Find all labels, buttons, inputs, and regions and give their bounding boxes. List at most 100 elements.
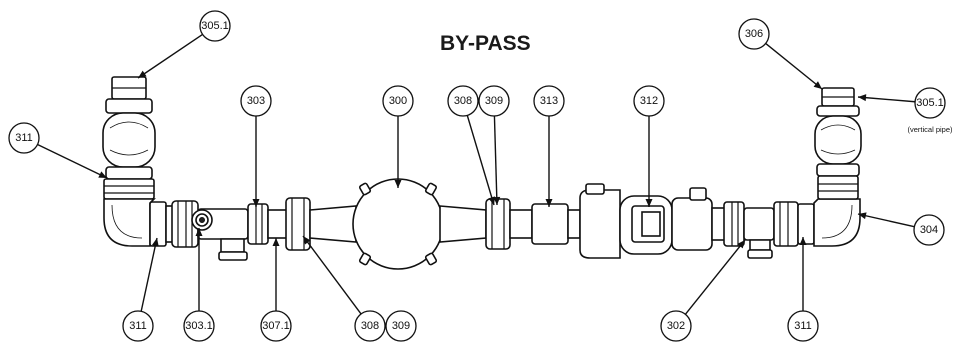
arrowhead xyxy=(488,196,496,205)
callout-307-1: 307.1 xyxy=(260,238,292,342)
arrowhead xyxy=(98,171,107,178)
callout-306: 306 xyxy=(738,18,823,90)
arrowhead xyxy=(493,196,501,205)
callout-label: 311 xyxy=(15,132,33,144)
callout-label: 300 xyxy=(389,95,407,107)
callout-308-bottom: 308 xyxy=(302,235,386,342)
callout-303-1: 303.1 xyxy=(183,228,215,342)
callout-circle xyxy=(382,85,414,117)
leader-line xyxy=(140,237,158,312)
callout-circle xyxy=(660,310,692,342)
callout-label: 305.1 xyxy=(201,20,229,32)
leader-line xyxy=(493,115,498,206)
callout-circle xyxy=(913,214,945,246)
callout-309-top: 309 xyxy=(478,85,510,206)
callout-circle xyxy=(183,310,215,342)
nipple-pipe xyxy=(509,209,533,239)
right-meter-coupling xyxy=(485,198,511,250)
arrowhead xyxy=(252,199,260,207)
callout-label: 307.1 xyxy=(262,320,290,332)
callout-circle xyxy=(260,310,292,342)
callout-circle xyxy=(633,85,665,117)
callout-circle xyxy=(914,87,946,119)
callout-label: 308 xyxy=(361,320,379,332)
leader-line xyxy=(137,33,203,79)
callout-label: 303.1 xyxy=(185,320,213,332)
left-coupling xyxy=(149,201,167,247)
callout-302: 302 xyxy=(660,239,746,342)
callout-303: 303 xyxy=(240,85,272,207)
right-vertical-pipe xyxy=(814,87,862,200)
arrowhead xyxy=(737,240,745,249)
water-meter xyxy=(352,178,444,270)
arrowhead xyxy=(138,70,147,78)
callout-circle xyxy=(533,85,565,117)
leader-line xyxy=(684,239,746,315)
arrowhead xyxy=(151,238,159,247)
callout-304: 304 xyxy=(857,212,945,246)
callout-300: 300 xyxy=(382,85,414,188)
left-elbow xyxy=(103,198,156,247)
leader-line xyxy=(37,143,108,179)
callout-circle xyxy=(354,310,386,342)
left-ball-valve xyxy=(171,200,269,261)
callout-circle xyxy=(240,85,272,117)
callout-label: 312 xyxy=(640,95,658,107)
arrowhead xyxy=(858,94,867,102)
callout-311-upper-left: 311 xyxy=(8,122,108,179)
arrowhead xyxy=(813,81,822,89)
callout-label: 303 xyxy=(247,95,265,107)
nipple-pipe-2 xyxy=(567,209,581,239)
callout-circle xyxy=(447,85,479,117)
leader-line xyxy=(466,115,495,206)
arrowhead xyxy=(799,237,807,245)
leader-line xyxy=(302,235,362,315)
callout-circle xyxy=(738,18,770,50)
pipe-307-1 xyxy=(267,209,289,239)
callout-group: 305.1 311 303 300 308 309 313 312 306 305.1 304 311… xyxy=(8,10,946,342)
diagram-title: BY-PASS xyxy=(440,32,531,55)
callout-label: 304 xyxy=(920,224,938,236)
arrowhead xyxy=(272,238,280,246)
arrowhead xyxy=(303,236,311,245)
callout-313: 313 xyxy=(533,85,565,207)
arrowhead xyxy=(645,199,653,207)
arrowhead xyxy=(195,228,203,236)
callout-label: 311 xyxy=(129,320,147,332)
leader-line xyxy=(857,213,915,228)
callout-label: 309 xyxy=(485,95,503,107)
callout-label: 311 xyxy=(794,320,812,332)
callout-308-top: 308 xyxy=(447,85,496,206)
callout-311-lower-left: 311 xyxy=(122,237,159,342)
check-valve xyxy=(579,183,727,259)
arrowhead xyxy=(858,212,867,220)
fitting-313 xyxy=(531,203,569,245)
callout-circle xyxy=(787,310,819,342)
callout-circle xyxy=(385,310,417,342)
vertical-pipe-note: (vertical pipe) xyxy=(907,125,953,134)
meter-outlet xyxy=(439,205,487,243)
right-ball-valve xyxy=(723,201,799,259)
callout-circle xyxy=(199,10,231,42)
arrowhead xyxy=(394,180,402,188)
callout-312: 312 xyxy=(633,85,665,207)
callout-305-1-left: 305.1 xyxy=(137,10,231,79)
callout-label: 308 xyxy=(454,95,472,107)
callout-label: 309 xyxy=(392,320,410,332)
arrowhead xyxy=(545,199,553,207)
callout-label: 302 xyxy=(667,320,685,332)
callout-309-bottom: 309 xyxy=(385,310,417,342)
callout-circle xyxy=(8,122,40,154)
left-meter-coupling xyxy=(285,197,357,251)
callout-label: 305.1 xyxy=(916,97,944,109)
callout-305-1-right: 305.1 xyxy=(857,87,946,119)
callout-label: 306 xyxy=(745,28,763,40)
leader-line xyxy=(765,42,823,90)
pipe-assembly xyxy=(102,76,862,270)
leader-line xyxy=(857,96,916,103)
callout-label: 313 xyxy=(540,95,558,107)
callout-circle xyxy=(478,85,510,117)
right-elbow xyxy=(813,198,861,247)
callout-circle xyxy=(122,310,154,342)
